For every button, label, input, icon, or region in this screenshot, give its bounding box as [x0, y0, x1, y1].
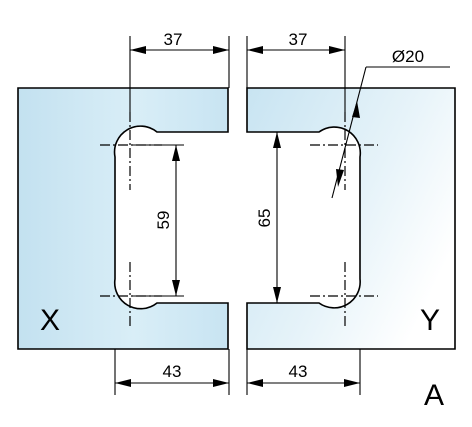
dimension-label-top-left: 37: [164, 30, 183, 49]
dimension-top-left: 37: [130, 30, 229, 54]
dimension-top-right: 37: [247, 30, 345, 54]
hole-centerlines: [100, 112, 378, 328]
dimension-label-right-vertical: 65: [255, 209, 274, 228]
label-x: X: [40, 304, 60, 337]
right-glass-plate: [246, 87, 456, 350]
dimension-bottom-right: 43: [247, 362, 360, 387]
label-a: A: [424, 379, 444, 412]
label-y: Y: [420, 304, 440, 337]
dimension-left-hole-spacing: 59: [132, 144, 184, 297]
dimension-label-bottom-left: 43: [163, 362, 182, 381]
dimension-bottom-left: 43: [115, 362, 229, 387]
dimension-label-bottom-right: 43: [289, 362, 308, 381]
dimension-right-hole-spacing: 65: [255, 131, 319, 304]
extension-lines: [114, 36, 361, 395]
dimension-label-diameter: Ø20: [392, 47, 424, 66]
dimension-label-top-right: 37: [289, 30, 308, 49]
diameter-leader: Ø20: [331, 47, 450, 199]
left-glass-plate: [17, 87, 229, 350]
dimension-label-left-vertical: 59: [154, 211, 173, 230]
